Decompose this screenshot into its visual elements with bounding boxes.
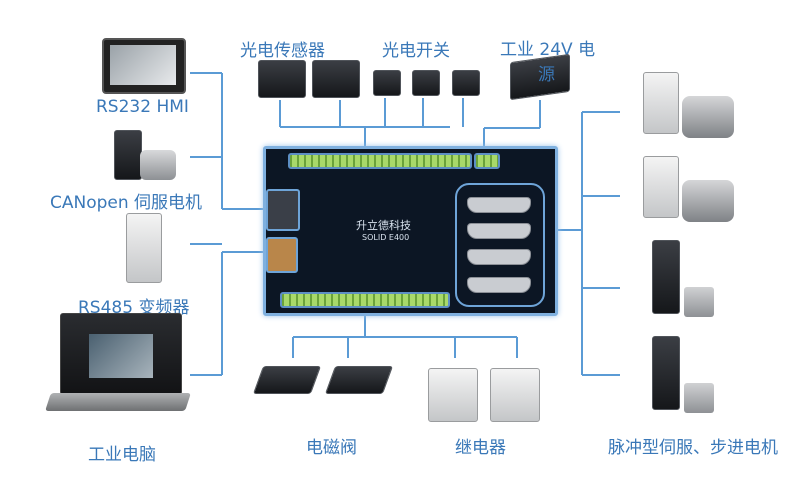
photo-sensor-1 <box>258 60 306 98</box>
photo-switch-1 <box>373 70 401 96</box>
canopen-label: CANopen 伺服电机 <box>50 193 203 213</box>
ipc-label: 工业电脑 <box>88 445 156 465</box>
power-label-cont: 源 <box>538 65 555 85</box>
relay-1 <box>428 368 478 422</box>
board-brand: 升立德科技 <box>356 219 411 232</box>
hmi-label: RS232 HMI <box>96 97 189 117</box>
photo-switch-label: 光电开关 <box>382 41 450 61</box>
canopen-servo-motor <box>140 150 176 180</box>
rs232-port <box>266 189 300 231</box>
servo-motor-1 <box>682 96 734 138</box>
solenoid-label: 电磁阀 <box>306 438 357 458</box>
relay-label: 继电器 <box>455 438 506 458</box>
dsub-connector-3 <box>467 249 531 265</box>
rs485-port <box>266 237 298 273</box>
stepper-motor-1 <box>684 287 714 317</box>
industrial-pc-keyboard <box>45 393 191 411</box>
dsub-connector-4 <box>467 277 531 293</box>
photo-switch-3 <box>452 70 480 96</box>
canopen-servo-drive <box>114 130 142 180</box>
photo-sensor-label: 光电传感器 <box>240 41 325 61</box>
solenoid-valve-1 <box>252 366 322 394</box>
stepper-drive-2 <box>652 336 680 410</box>
pulse-servo-label: 脉冲型伺服、步进电机 <box>608 438 778 458</box>
dsub-connector-2 <box>467 223 531 239</box>
power-terminal <box>474 153 500 169</box>
solenoid-valve-2 <box>324 366 394 394</box>
dsub-connector-panel <box>455 183 545 307</box>
inverter-device <box>126 213 162 283</box>
photo-sensor-2 <box>312 60 360 98</box>
dsub-connector-1 <box>467 197 531 213</box>
servo-drive-2 <box>643 156 679 218</box>
stepper-motor-2 <box>684 383 714 413</box>
power-label: 工业 24V 电 <box>500 40 596 60</box>
hmi-panel <box>102 38 186 94</box>
servo-motor-2 <box>682 180 734 222</box>
photo-switch-2 <box>412 70 440 96</box>
bottom-terminal-block <box>280 292 450 308</box>
board-model: SOLID E400 <box>362 233 410 242</box>
stepper-drive-1 <box>652 240 680 314</box>
relay-2 <box>490 368 540 422</box>
top-terminal-block <box>288 153 472 169</box>
servo-drive-1 <box>643 72 679 134</box>
industrial-pc <box>60 313 182 395</box>
controller-board: 升立德科技 SOLID E400 <box>263 146 558 316</box>
